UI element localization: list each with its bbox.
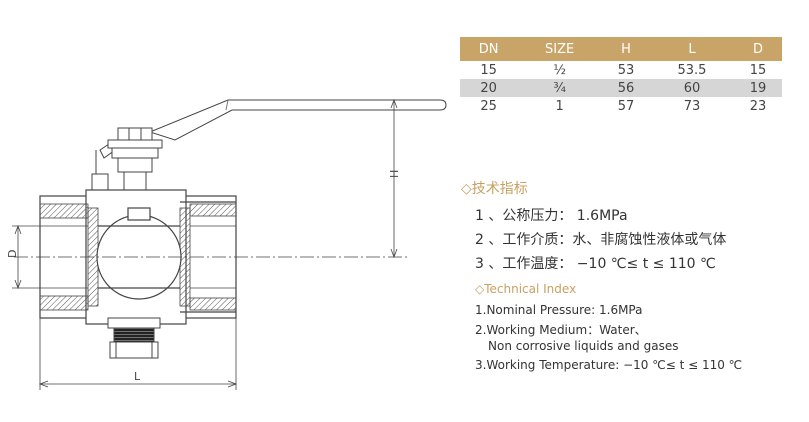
cell: 19	[733, 79, 782, 97]
table-row: 25 1 57 73 23	[460, 97, 782, 115]
col-header-size: SIZE	[517, 37, 603, 61]
cell: 53.5	[677, 62, 707, 78]
col-header-d: D	[733, 37, 782, 61]
dimension-l-label: L	[134, 370, 141, 383]
dimension-d	[12, 224, 40, 290]
cell: 56	[602, 79, 650, 97]
left-wall-bottom	[39, 295, 89, 311]
spec-en-item: 2.Working Medium：Water、	[475, 323, 647, 337]
table-row: 20 ¾ 56 60 19	[460, 79, 782, 97]
spec-en-item: Non corrosive liquids and gases	[488, 339, 679, 353]
stem-nut	[107, 127, 163, 195]
spec-table: DN SIZE H L D 15 ½ 53 53.5 15 20 ¾ 56 60…	[460, 37, 782, 115]
right-wall-top	[189, 203, 237, 217]
cell: 15	[749, 62, 767, 78]
bore	[40, 225, 236, 289]
spec-en-item: 1.Nominal Pressure: 1.6MPa	[475, 303, 643, 317]
spec-en-item: 3.Working Temperature: −10 ℃≤ t ≤ 110 ℃	[475, 358, 743, 372]
spec-cn-item: 3 、工作温度： −10 ℃≤ t ≤ 110 ℃	[475, 256, 716, 272]
cell: 53	[617, 62, 635, 78]
spec-cn-item: 1 、公称压力： 1.6MPa	[475, 208, 628, 224]
ball	[96, 207, 182, 300]
table-header-row: DN SIZE H L D	[460, 37, 782, 61]
cell: ½	[553, 62, 566, 78]
cell: 73	[683, 98, 701, 114]
cell: 15	[480, 62, 497, 78]
drain-plug	[107, 317, 161, 359]
col-header-l: L	[650, 37, 734, 61]
col-header-h: H	[602, 37, 650, 61]
cell: 23	[749, 98, 767, 114]
spec-cn-item: 2 、工作介质：水、非腐蚀性液体或气体	[475, 232, 727, 248]
right-wall-bottom	[189, 297, 237, 311]
dimension-d-label: D	[6, 250, 19, 258]
cell: 57	[617, 98, 635, 114]
left-wall-top	[39, 203, 89, 219]
table-row: 15 ½ 53 53.5 15	[460, 61, 782, 79]
cell: ¾	[517, 79, 603, 97]
dimension-h	[390, 98, 398, 259]
cell: 1	[555, 98, 564, 114]
specs-en-title: ◇Technical Index	[475, 282, 577, 296]
cell: 20	[460, 79, 518, 97]
cell: 25	[480, 98, 497, 114]
cell: 60	[650, 79, 734, 97]
dimension-h-label: H	[388, 170, 401, 178]
col-header-dn: DN	[460, 37, 518, 61]
dimension-l	[38, 318, 238, 390]
specs-cn-title: ◇技术指标	[461, 181, 528, 197]
